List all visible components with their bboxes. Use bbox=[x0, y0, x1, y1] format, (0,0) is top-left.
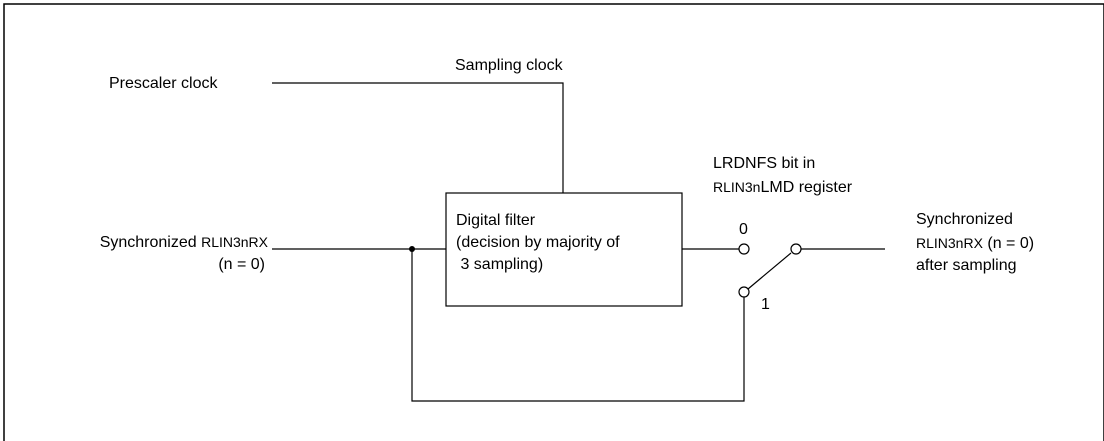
lrdnfs-register-label: RLIN3nLMD register bbox=[713, 177, 852, 198]
input-label-prefix: Synchronized bbox=[99, 234, 202, 251]
switch-pos-1-label: 1 bbox=[761, 296, 770, 313]
switch-terminal-1 bbox=[738, 286, 750, 298]
diagram-frame bbox=[3, 3, 1104, 441]
filter-desc-line1: (decision by majority of bbox=[456, 234, 620, 251]
prescaler-clock-label: Prescaler clock bbox=[109, 75, 218, 92]
filter-title: Digital filter bbox=[456, 212, 536, 229]
switch-common-terminal bbox=[790, 243, 802, 255]
sampling-clock-label: Sampling clock bbox=[455, 57, 563, 74]
input-n-label: (n = 0) bbox=[218, 256, 265, 273]
lrdnfs-register-suffix: LMD register bbox=[760, 179, 853, 196]
switch-pos-0-label: 0 bbox=[739, 221, 748, 238]
lrdnfs-register-prefix: RLIN3n bbox=[713, 179, 761, 195]
output-signal-name: RLIN3nRX bbox=[916, 235, 983, 251]
sampling-clock-line bbox=[272, 82, 564, 193]
input-signal-label: Synchronized RLIN3nRX bbox=[20, 232, 268, 253]
output-synchronized-label: Synchronized bbox=[916, 211, 1013, 228]
output-n-label: (n = 0) bbox=[982, 235, 1035, 252]
switch-arm bbox=[747, 252, 792, 290]
lrdnfs-bit-label: LRDNFS bit in bbox=[713, 155, 816, 172]
switch-terminal-0 bbox=[738, 243, 750, 255]
input-label-signal: RLIN3nRX bbox=[201, 234, 268, 250]
filter-desc-line2: 3 sampling) bbox=[456, 256, 544, 273]
output-after-sampling-label: after sampling bbox=[916, 257, 1017, 274]
bypass-line bbox=[411, 249, 745, 402]
output-signal-label: RLIN3nRX (n = 0) bbox=[916, 233, 1034, 254]
